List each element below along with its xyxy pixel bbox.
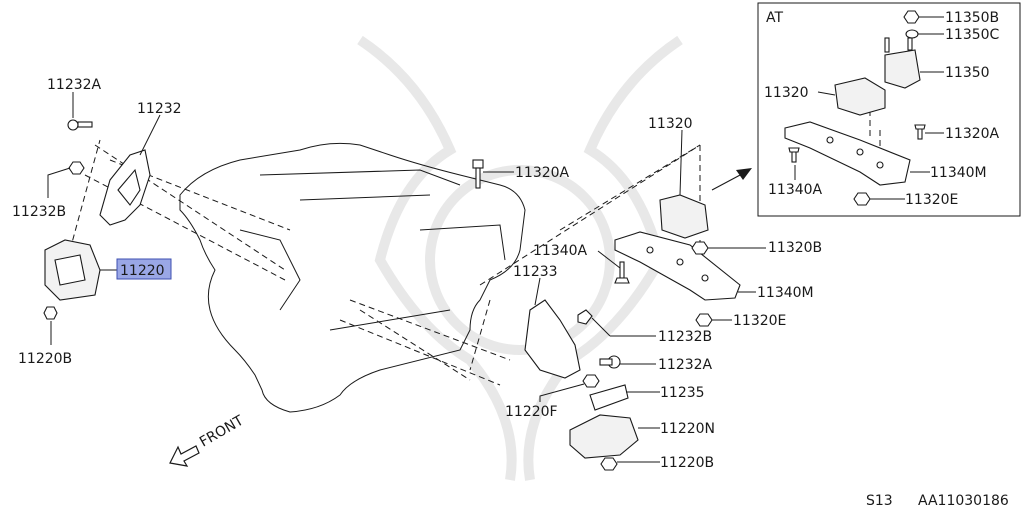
label-11220B-left[interactable]: 11220B xyxy=(18,351,72,367)
at-inset-frame xyxy=(757,2,1021,217)
at-bolt-11340A xyxy=(788,147,800,163)
label-11233[interactable]: 11233 xyxy=(513,264,558,280)
label-11220B-right[interactable]: 11220B xyxy=(660,455,714,471)
label-11232B-left[interactable]: 11232B xyxy=(12,204,66,220)
front-label: FRONT xyxy=(197,412,247,450)
nut-11220B-right xyxy=(600,457,618,471)
left-nut-11220B xyxy=(43,306,58,320)
at-crossmember-11340M xyxy=(784,121,911,186)
right-nut-11232B xyxy=(577,309,593,325)
front-direction-arrow xyxy=(169,445,200,467)
bolt-11340A xyxy=(614,261,630,284)
nut-11320B xyxy=(691,241,709,255)
at-nut-11350B xyxy=(903,10,920,24)
left-nut-11232B xyxy=(68,161,85,175)
engine-block-outline xyxy=(179,142,526,413)
at-nut-11320E xyxy=(853,192,871,206)
label-11320[interactable]: 11320 xyxy=(648,116,693,132)
label-11232A-left[interactable]: 11232A xyxy=(47,77,102,93)
label-11232A-right[interactable]: 11232A xyxy=(658,357,713,373)
left-bolt-11232A xyxy=(67,119,93,131)
at-bolt-11320A xyxy=(914,124,926,140)
at-insulator-11350 xyxy=(884,37,921,89)
crossmember-11340M xyxy=(614,231,741,301)
label-11320E[interactable]: 11320E xyxy=(733,313,786,329)
left-mount-bracket xyxy=(99,149,151,226)
at-washer-11350C xyxy=(905,29,919,39)
right-bolt-11232A xyxy=(599,355,621,369)
right-bracket-11233 xyxy=(524,299,581,379)
label-11220[interactable]: 11220 xyxy=(120,263,165,279)
label-11320B[interactable]: 11320B xyxy=(768,240,822,256)
highlighted-part-11220-box[interactable] xyxy=(116,258,172,280)
leader-lines xyxy=(47,16,944,463)
transmission-mount-11320 xyxy=(659,194,709,239)
label-11220F[interactable]: 11220F xyxy=(505,404,558,420)
label-11232[interactable]: 11232 xyxy=(137,101,182,117)
label-at-11320E[interactable]: 11320E xyxy=(905,192,958,208)
label-at-11320A[interactable]: 11320A xyxy=(945,126,1000,142)
label-at-11340A[interactable]: 11340A xyxy=(768,182,823,198)
label-11320A-center[interactable]: 11320A xyxy=(515,165,570,181)
at-inset-title: AT xyxy=(766,10,783,26)
label-11340A[interactable]: 11340A xyxy=(533,243,588,259)
label-at-11350B[interactable]: 11350B xyxy=(945,10,999,26)
label-at-11340M[interactable]: 11340M xyxy=(930,165,987,181)
nut-11320E xyxy=(695,313,713,327)
center-bolt-11320A xyxy=(472,159,484,189)
inset-pointer-arrow xyxy=(711,168,752,191)
label-11340M[interactable]: 11340M xyxy=(757,285,814,301)
footer-model: S13 xyxy=(866,493,893,509)
engine-mount-11220N xyxy=(569,414,639,459)
footer-reference: AA11030186 xyxy=(918,493,1009,509)
label-at-11320[interactable]: 11320 xyxy=(764,85,809,101)
label-at-11350C[interactable]: 11350C xyxy=(945,27,1000,43)
left-engine-mount xyxy=(44,239,101,301)
label-11235[interactable]: 11235 xyxy=(660,385,705,401)
nut-11220F xyxy=(582,374,600,388)
label-11232B-right[interactable]: 11232B xyxy=(658,329,712,345)
heat-shield-11235 xyxy=(589,384,629,411)
label-at-11350[interactable]: 11350 xyxy=(945,65,990,81)
at-mount-11320 xyxy=(834,77,886,116)
label-11220N[interactable]: 11220N xyxy=(660,421,715,437)
